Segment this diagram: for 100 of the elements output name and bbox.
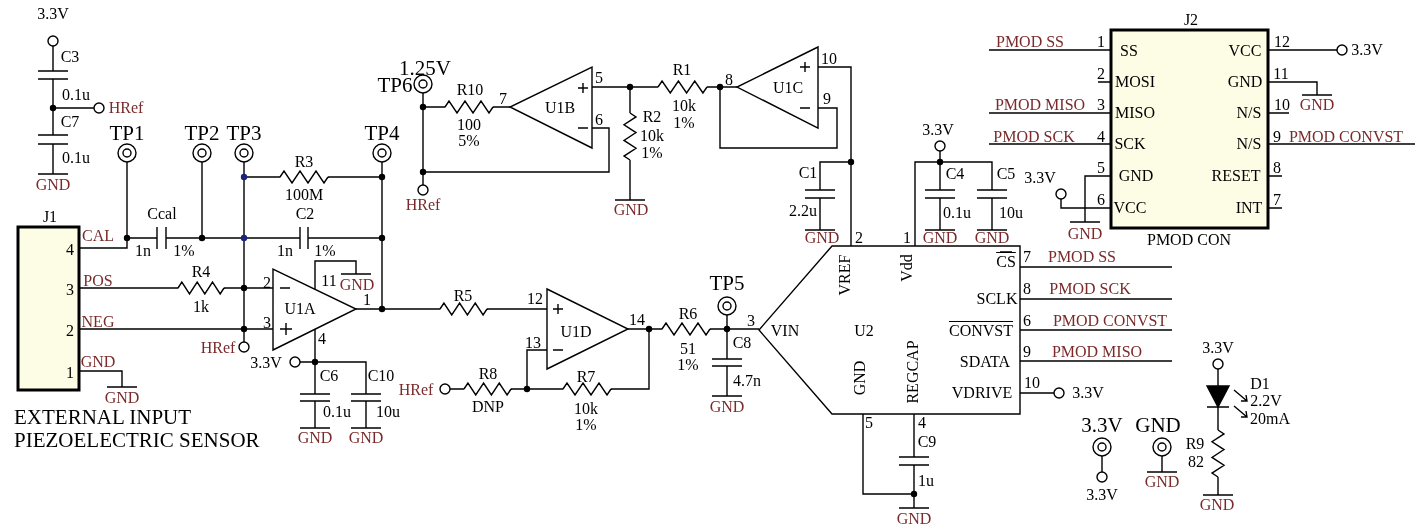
component-designator: R6 — [678, 306, 698, 322]
pin-number: 4 — [1097, 129, 1105, 145]
component-designator: C7 — [60, 114, 80, 130]
component-value: 100M — [284, 187, 324, 203]
test-point-label: TP2 — [184, 122, 220, 144]
component-designator: R10 — [456, 82, 484, 98]
pin-number: 4 — [66, 242, 74, 258]
test-point-label: TP5 — [709, 272, 745, 294]
component-designator: R1 — [672, 62, 692, 78]
pin-name: GND — [1227, 74, 1263, 90]
net-label: PMOD CONVST — [1288, 129, 1404, 145]
component-designator: U1A — [284, 301, 316, 317]
net-label: HRef — [108, 100, 144, 116]
net-label: GND — [348, 430, 384, 446]
pin-name: INT — [1235, 200, 1263, 216]
pin-number: 5 — [595, 70, 603, 86]
component-value: 2.2u — [789, 203, 817, 219]
component-value: 1% — [673, 115, 695, 131]
pin-number: 9 — [1023, 344, 1031, 360]
component-designator: J2 — [1183, 12, 1199, 28]
pin-number: 10 — [1024, 375, 1040, 391]
pin-number: 10 — [821, 51, 837, 67]
pin-number: 3 — [66, 282, 74, 298]
component-designator: U1C — [772, 80, 804, 96]
pin-number: 11 — [1273, 66, 1289, 82]
net-label: POS — [83, 273, 113, 289]
pin-name: VDRIVE — [951, 385, 1013, 401]
component-designator: U1B — [544, 100, 576, 116]
component-designator: C3 — [60, 49, 80, 65]
pin-number: 6 — [595, 112, 603, 128]
component-value: 1% — [641, 145, 663, 161]
pin-number: 4 — [318, 331, 326, 347]
component-designator: R2 — [642, 109, 662, 125]
component-designator: C4 — [945, 166, 965, 182]
net-label: PMOD SS — [996, 34, 1064, 50]
pin-number: 2 — [66, 323, 74, 339]
net-label: GND — [1199, 497, 1235, 513]
component-designator: PMOD CON — [1147, 232, 1231, 248]
test-point-label: TP1 — [109, 122, 145, 144]
component-value: 1u — [918, 473, 934, 489]
pin-number: 4 — [918, 415, 926, 431]
pin-number: 6 — [1023, 313, 1031, 329]
sensor-note: EXTERNAL INPUT PIEZOELECTRIC SENSOR — [14, 406, 261, 453]
test-point-label: 3.3V — [1081, 414, 1123, 436]
component-value: 1% — [575, 417, 597, 433]
pin-name: RESET — [1211, 168, 1261, 184]
pin-number: 8 — [1273, 160, 1281, 176]
component-designator: C2 — [295, 206, 315, 222]
component-designator: R3 — [294, 154, 314, 170]
component-designator: R5 — [453, 288, 473, 304]
pin-number: 3 — [1097, 97, 1105, 113]
component-value: 82 — [1188, 454, 1204, 470]
component-designator: U1D — [560, 324, 592, 340]
component-designator: C5 — [996, 166, 1016, 182]
component-designator: U2 — [854, 323, 874, 339]
net-label: PMOD CONVST — [1052, 313, 1168, 329]
pin-number: 1 — [903, 230, 911, 246]
component-value: 10u — [376, 404, 400, 420]
pin-number: 13 — [525, 335, 541, 351]
net-label: GND — [339, 277, 375, 293]
component-value: 0.1u — [943, 205, 971, 221]
pin-number: 5 — [1097, 160, 1105, 176]
component-value: 5% — [458, 133, 480, 149]
component-value: 2.2V — [1250, 393, 1282, 409]
power-label: 3.3V — [1351, 42, 1383, 58]
net-label: GND — [896, 511, 932, 527]
net-label: GND — [104, 390, 140, 406]
component-designator: C10 — [367, 368, 395, 384]
net-label: GND — [1067, 226, 1103, 242]
pin-number: 12 — [527, 291, 543, 307]
component-value: 10k — [672, 98, 696, 114]
component-designator: R7 — [576, 369, 596, 385]
component-value: 4.7n — [733, 373, 761, 389]
net-label: HRef — [398, 382, 434, 398]
pin-number: 1 — [1097, 34, 1105, 50]
pin-number: 3 — [747, 313, 755, 329]
pin-name: N/S — [1236, 136, 1262, 152]
component-designator: R4 — [191, 264, 211, 280]
pin-number: 10 — [1274, 97, 1290, 113]
pin-number: 5 — [865, 415, 873, 431]
component-value: 0.1u — [62, 150, 90, 166]
net-label: GND — [922, 230, 958, 246]
pin-name: GND — [852, 360, 868, 396]
component-value: 10u — [999, 205, 1023, 221]
component-value: 51 — [680, 341, 696, 357]
pin-number: 2 — [855, 230, 863, 246]
pin-name: REGCAP — [905, 340, 921, 404]
net-label: GND — [1144, 474, 1180, 490]
test-point-label: TP4 — [364, 122, 400, 144]
net-label: HRef — [405, 197, 441, 213]
component-designator: C8 — [732, 335, 752, 351]
component-value: 1n — [135, 243, 151, 259]
pin-name: VCC — [1228, 43, 1262, 59]
component-value: 0.1u — [62, 87, 90, 103]
component-value: 20mA — [1250, 411, 1290, 427]
component-designator: R8 — [478, 366, 498, 382]
net-label: PMOD MISO — [994, 97, 1086, 113]
net-label: HRef — [200, 340, 236, 356]
power-label: 3.3V — [1086, 487, 1118, 503]
pin-number: 9 — [1273, 129, 1281, 145]
